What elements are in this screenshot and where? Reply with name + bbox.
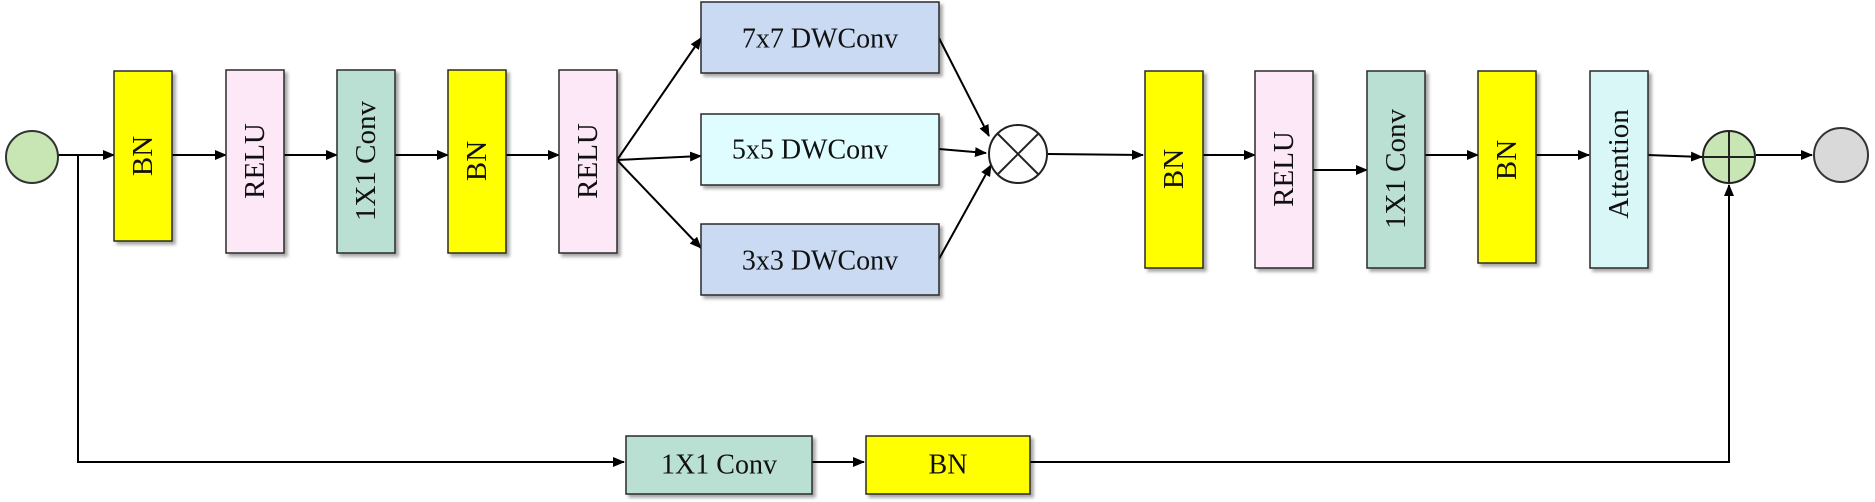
edge-dw5-mul	[938, 147, 987, 158]
conv-1x1-block-1	[336, 69, 396, 254]
edge-relu2-dw3	[616, 159, 702, 249]
bn-block-4	[1477, 70, 1537, 264]
input-node	[5, 130, 59, 184]
edges	[57, 37, 1813, 467]
attention-block-label: Attention	[1603, 109, 1635, 219]
dwconv-7x7-label: 7x7 DWConv	[742, 24, 898, 55]
relu-block-3-label: RELU	[1268, 131, 1300, 207]
shortcut-conv-1x1-block	[625, 435, 813, 495]
circled-plus-icon	[1702, 130, 1756, 184]
bn-block-2	[447, 69, 507, 254]
circled-times-icon	[988, 124, 1048, 184]
bn-block-1	[113, 70, 173, 242]
dwconv-7x7-block	[700, 1, 940, 74]
bn-block-1-label: BN	[127, 136, 159, 176]
output-node	[1813, 127, 1869, 183]
edge-relu2-dw5	[616, 151, 702, 162]
edge-mul-bn3	[1047, 149, 1144, 160]
dwconv-3x3-label: 3x3 DWConv	[742, 246, 898, 277]
edge-shortcut-bn-add	[1030, 184, 1734, 463]
edge-attention-add	[1647, 151, 1703, 162]
conv-1x1-block-2	[1366, 70, 1426, 269]
shortcut-bn-block	[865, 435, 1031, 495]
attention-block	[1589, 70, 1649, 269]
relu-block-2	[558, 69, 618, 254]
edge-dw3-mul	[938, 164, 992, 260]
dwconv-5x5-label: 5x5 DWConv	[732, 135, 888, 166]
shortcut-bn-label: BN	[929, 450, 968, 481]
dwconv-3x3-block	[700, 223, 940, 296]
dwconv-5x5-block	[700, 113, 940, 186]
bn-block-3-label: BN	[1158, 149, 1190, 189]
shortcut-conv-1x1-label: 1X1 Conv	[661, 450, 777, 481]
relu-block-3	[1254, 70, 1314, 269]
relu-block-1-label: RELU	[239, 123, 271, 199]
conv-1x1-block-2-label: 1X1 Conv	[1380, 108, 1412, 229]
edge-dw7-mul	[938, 37, 990, 137]
conv-1x1-block-1-label: 1X1 Conv	[350, 100, 382, 221]
edge-relu2-dw7	[616, 37, 702, 161]
relu-block-1	[225, 69, 285, 254]
bn-block-3	[1144, 70, 1204, 269]
relu-block-2-label: RELU	[572, 123, 604, 199]
bn-block-4-label: BN	[1491, 140, 1523, 180]
bn-block-2-label: BN	[461, 141, 493, 181]
edge-shortcut-to-conv	[77, 155, 625, 467]
